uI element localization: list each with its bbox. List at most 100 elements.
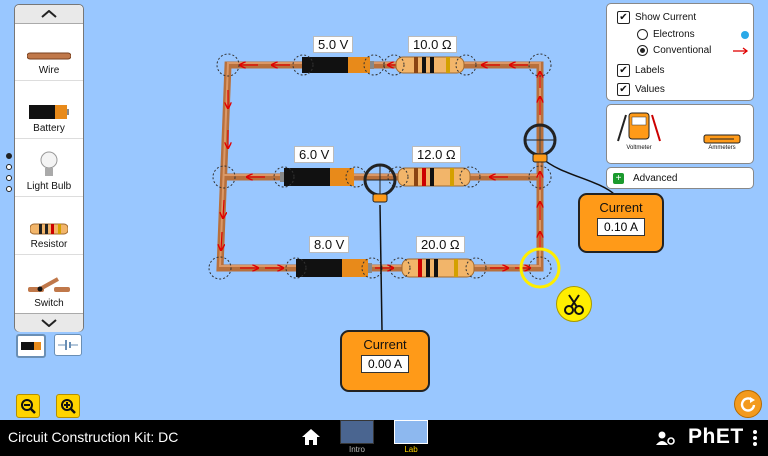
- toolbox-item-label: Resistor: [30, 239, 68, 250]
- toolbox-item-resistor[interactable]: Resistor: [15, 199, 83, 255]
- page-dot[interactable]: [6, 186, 12, 192]
- scissors-icon: [564, 294, 584, 315]
- phet-menu-button[interactable]: [752, 429, 758, 452]
- conventional-arrow-icon: [733, 46, 749, 55]
- conventional-radio[interactable]: Conventional: [637, 45, 749, 56]
- ammeter-reading: 0.00 A: [360, 355, 410, 373]
- checkbox-checked-icon: ✔: [617, 83, 630, 96]
- voltmeter-icon: [617, 112, 661, 142]
- battery-5v[interactable]: [302, 57, 374, 73]
- navigation-bar: Circuit Construction Kit: DC Intro Lab P…: [0, 420, 768, 456]
- toolbox-scroll-up-button[interactable]: [15, 5, 83, 24]
- user-settings-icon: [656, 431, 675, 445]
- phet-logo[interactable]: PhET: [688, 425, 744, 448]
- labels-checkbox[interactable]: ✔ Labels: [617, 64, 664, 77]
- screen-tab-lab[interactable]: Lab: [392, 420, 430, 456]
- expand-plus-icon: +: [613, 172, 624, 184]
- values-checkbox[interactable]: ✔ Values: [617, 83, 665, 96]
- electron-icon: [741, 30, 749, 39]
- ammeter-bottom[interactable]: Current 0.00 A: [340, 330, 430, 392]
- screen-tab-label: Lab: [404, 445, 418, 454]
- zoom-in-button[interactable]: [56, 394, 80, 418]
- toolbox-page-indicator: [6, 148, 12, 197]
- ammeters-label: Ammeters: [708, 145, 736, 151]
- resistor-icon: [30, 223, 68, 235]
- battery-8v[interactable]: [296, 259, 372, 277]
- toolbox-scroll-down-button[interactable]: [15, 313, 83, 332]
- show-current-checkbox[interactable]: ✔ Show Current: [617, 11, 696, 24]
- checkbox-label: Values: [635, 84, 665, 95]
- zoom-out-button[interactable]: [16, 394, 40, 418]
- resistor-20ohm[interactable]: [401, 258, 475, 278]
- battery-icon: [21, 342, 41, 350]
- checkbox-checked-icon: ✔: [617, 11, 630, 24]
- circuit-canvas: [208, 53, 616, 331]
- wire-icon: [27, 52, 71, 60]
- resistor-10ohm[interactable]: [395, 56, 465, 74]
- toolbox-item-wire[interactable]: Wire: [15, 25, 83, 81]
- voltmeter-label: Voltmeter: [626, 145, 652, 151]
- zoom-in-icon: [61, 399, 76, 414]
- schematic-view-button[interactable]: [54, 334, 82, 356]
- switch-icon: [28, 277, 70, 292]
- radio-label: Electrons: [653, 29, 695, 40]
- resistor-12ohm[interactable]: [397, 167, 471, 187]
- ammeter-reading: 0.10 A: [596, 218, 646, 236]
- toolbox-item-label: Light Bulb: [26, 181, 72, 192]
- resistance-label: 12.0 Ω: [412, 146, 461, 163]
- zoom-out-icon: [21, 399, 36, 414]
- lifelike-view-button[interactable]: [16, 334, 46, 358]
- checkbox-label: Show Current: [635, 12, 697, 23]
- cut-wire-button[interactable]: [556, 286, 592, 322]
- toolbox-item-label: Wire: [38, 65, 60, 76]
- toolbox-item-light-bulb[interactable]: Light Bulb: [15, 141, 83, 197]
- resistance-label: 10.0 Ω: [408, 36, 457, 53]
- sensor-toolbox: Voltmeter Ammeters: [606, 104, 754, 164]
- checkbox-label: Labels: [635, 65, 665, 76]
- page-dot[interactable]: [6, 153, 12, 159]
- screen-tab-intro[interactable]: Intro: [338, 420, 376, 456]
- checkbox-checked-icon: ✔: [617, 64, 630, 77]
- battery-voltage-label: 8.0 V: [309, 236, 350, 253]
- advanced-label: Advanced: [633, 172, 678, 184]
- home-button[interactable]: [301, 428, 321, 451]
- reset-all-button[interactable]: [734, 390, 762, 418]
- ammeter-right[interactable]: Current 0.10 A: [578, 193, 664, 253]
- radio-icon: [637, 29, 648, 40]
- battery-6v[interactable]: [280, 168, 354, 186]
- ammeter-probe-right[interactable]: [523, 123, 616, 196]
- chevron-down-icon: [41, 319, 57, 327]
- more-vertical-icon: [753, 430, 757, 446]
- light-bulb-icon: [40, 151, 58, 176]
- page-dot[interactable]: [6, 175, 12, 181]
- ammeter-icon: [703, 134, 741, 144]
- sim-title: Circuit Construction Kit: DC: [8, 429, 179, 445]
- ammeter-probe-bottom[interactable]: [363, 163, 397, 331]
- home-icon: [302, 429, 320, 445]
- battery-voltage-label: 5.0 V: [313, 36, 354, 53]
- schematic-battery-icon: [58, 340, 78, 350]
- toolbox-item-battery[interactable]: Battery: [15, 83, 83, 139]
- toolbox-item-switch[interactable]: Switch: [15, 257, 83, 313]
- battery-icon: [29, 105, 69, 119]
- lab-screen-thumbnail: [394, 420, 428, 444]
- electrons-radio[interactable]: Electrons: [637, 29, 749, 40]
- battery-voltage-label: 6.0 V: [294, 146, 335, 163]
- screen-tab-label: Intro: [348, 445, 365, 454]
- component-toolbox: Wire Battery Light Bulb Resistor Switch: [14, 4, 84, 332]
- page-dot[interactable]: [6, 164, 12, 170]
- advanced-panel-toggle[interactable]: + Advanced: [606, 167, 754, 189]
- resistance-label: 20.0 Ω: [416, 236, 465, 253]
- display-options-panel: ✔ Show Current Electrons Conventional ✔ …: [606, 3, 754, 101]
- toolbox-item-label: Switch: [34, 298, 64, 309]
- current-arrows: [221, 65, 540, 268]
- reset-icon: [740, 397, 756, 412]
- intro-screen-thumbnail: [340, 420, 374, 444]
- keyboard-help-button[interactable]: [655, 431, 675, 450]
- radio-selected-icon: [637, 45, 648, 56]
- ammeters-tool[interactable]: Ammeters: [697, 109, 747, 159]
- toolbox-item-label: Battery: [33, 123, 65, 134]
- ammeter-title: Current: [599, 200, 643, 215]
- voltmeter-tool[interactable]: Voltmeter: [615, 109, 663, 159]
- selected-vertex-highlight[interactable]: [519, 247, 561, 289]
